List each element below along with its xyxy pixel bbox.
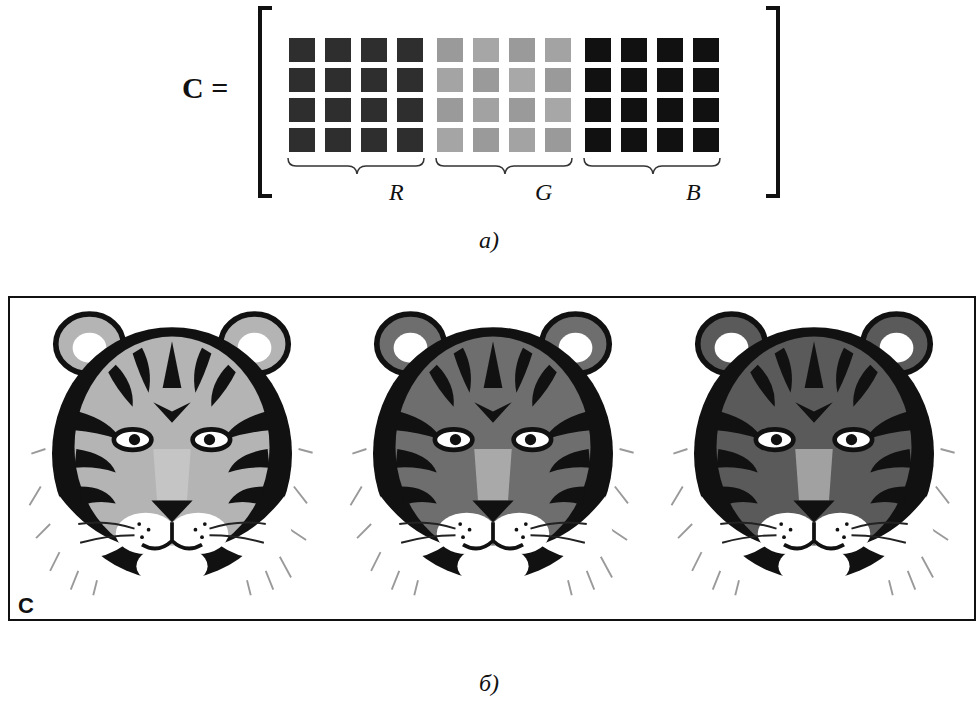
- image-panel: [9, 297, 975, 620]
- pixel-grid: [289, 38, 719, 152]
- tiger-image: [672, 314, 955, 595]
- group-brace: [288, 158, 720, 174]
- channel-label: R: [389, 180, 404, 204]
- channel-label: G: [535, 180, 552, 204]
- matrix-name: C =: [182, 73, 228, 103]
- panel-label: C: [16, 595, 36, 617]
- subfigure-label: а): [479, 228, 499, 252]
- channel-label: B: [686, 180, 701, 204]
- tiger-image: [30, 314, 313, 595]
- tiger-image: [351, 314, 634, 595]
- matrix-bracket: [260, 8, 272, 196]
- subfigure-label: б): [479, 671, 499, 695]
- matrix-bracket: [766, 8, 778, 196]
